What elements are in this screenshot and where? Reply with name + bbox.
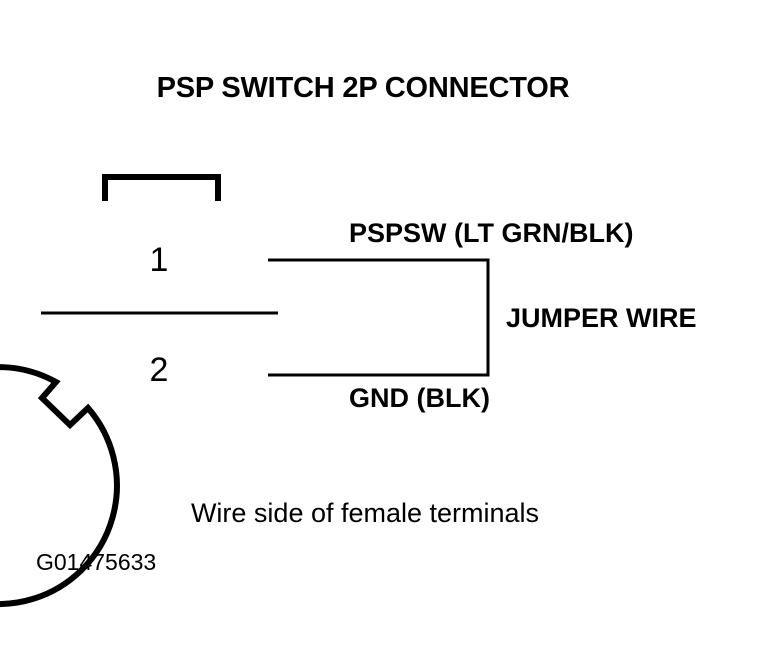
pin-2-wire-label: GND (BLK) [349, 383, 490, 413]
figure-caption: Wire side of female terminals [190, 498, 540, 528]
connector-locking-tab [102, 174, 221, 201]
figure-id: G01475633 [36, 549, 157, 575]
page-title: PSP SWITCH 2P CONNECTOR [156, 72, 570, 104]
pin-1-wire-label: PSPSW (LT GRN/BLK) [349, 218, 634, 248]
pin-1-number: 1 [149, 241, 169, 279]
pin-2-number: 2 [149, 351, 169, 389]
jumper-wire-path [268, 258, 490, 377]
jumper-wire-label: JUMPER WIRE [506, 303, 697, 333]
